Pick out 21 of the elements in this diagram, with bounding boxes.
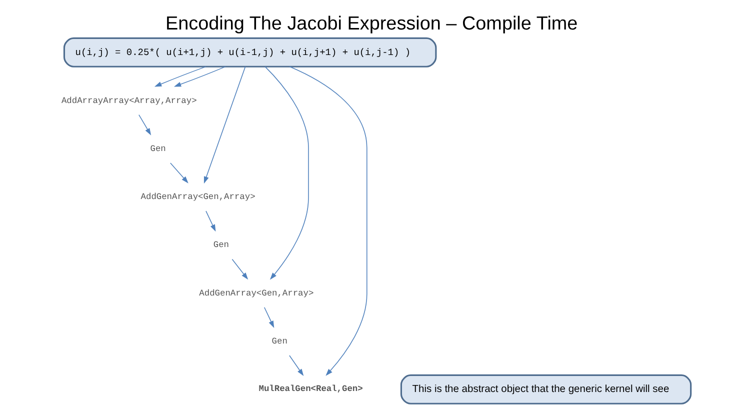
node-text: AddGenArray<Gen,Array> bbox=[198, 288, 314, 298]
arrow bbox=[231, 258, 248, 280]
arrow bbox=[203, 66, 246, 184]
arrow bbox=[205, 210, 216, 232]
node-text: Gen bbox=[212, 240, 229, 250]
node-text: AddArrayArray<Array,Array> bbox=[60, 96, 196, 106]
node-text: Gen bbox=[150, 144, 166, 154]
node-box: This is the abstract object that the generic kernel will see bbox=[400, 374, 692, 404]
arrow bbox=[154, 66, 206, 87]
arrow bbox=[288, 66, 367, 376]
arrow bbox=[173, 66, 226, 87]
node-text: MulRealGen<Real,Gen> bbox=[258, 384, 362, 394]
arrow bbox=[263, 307, 274, 328]
node-box: u(i,j) = 0.25*( u(i+1,j) + u(i-1,j) + u(i,j+1) + u(i,j-1) ) bbox=[62, 37, 436, 68]
arrow bbox=[288, 355, 304, 376]
arrow bbox=[170, 162, 188, 184]
diagram-title: Encoding The Jacobi Expression – Compile Time bbox=[164, 14, 578, 35]
arrow bbox=[264, 66, 308, 280]
arrow bbox=[138, 114, 151, 136]
node-text: AddGenArray<Gen,Array> bbox=[140, 192, 255, 202]
node-text: Gen bbox=[271, 336, 287, 346]
